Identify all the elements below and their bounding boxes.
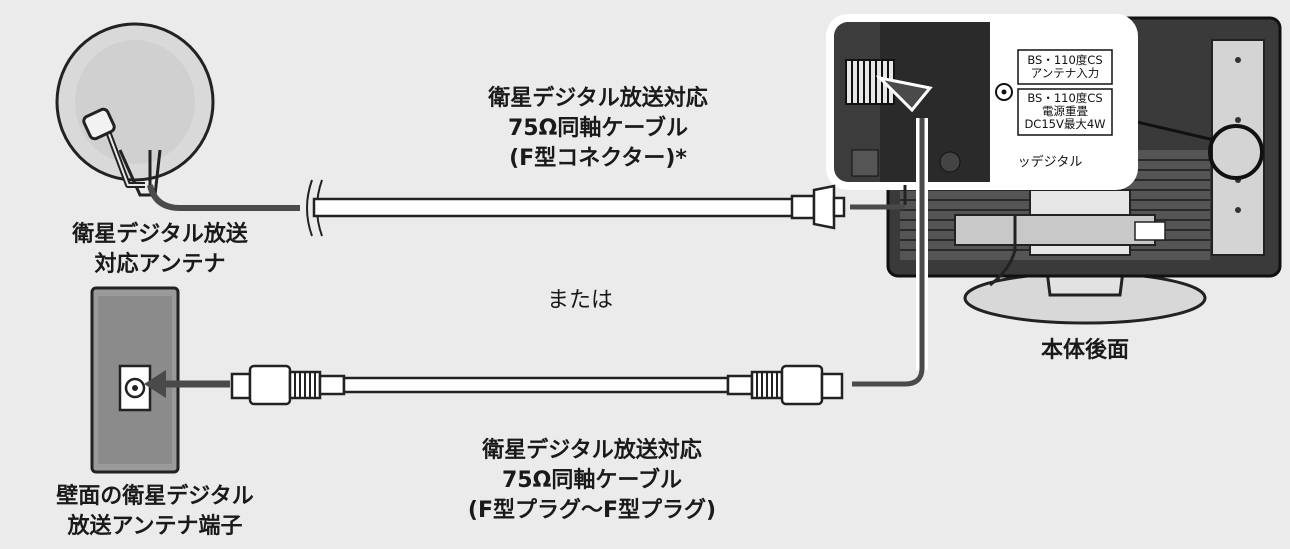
top-cable [147,179,905,237]
wall-arrow-icon [144,370,230,398]
power-label-line2: 電源重畳 [1042,104,1088,118]
zoom-arrow-icon [875,75,933,370]
input-label-line2: アンテナ入力 [1030,66,1100,80]
cable-bottom-line2: 75Ω同軸ケーブル [502,468,682,493]
terminal-highlight-circle [1208,124,1264,180]
input-label-text: BS・110度CS アンテナ入力 [1018,54,1112,80]
tv-terminal-strip [1211,39,1265,256]
input-label-line1: BS・110度CS [1027,53,1103,67]
zoom-f-connector [845,59,895,105]
satellite-dish-icon [55,22,215,197]
power-label-line3: DC15V最大4W [1024,117,1106,131]
brand-text: ッデジタル [1017,155,1083,170]
bottom-cable [230,364,925,406]
wall-terminal-icon [90,286,180,474]
cable-bottom-line1: 衛星デジタル放送対応 [482,438,702,463]
cable-top-line3: (F型コネクター)* [509,146,687,171]
rear-label: 本体後面 [1040,338,1129,363]
power-label-text: BS・110度CS 電源重畳 DC15V最大4W [1018,92,1112,131]
wall-terminal-line1: 壁面の衛星デジタル [56,484,254,509]
or-label: または [546,288,613,313]
input-label-box [1017,49,1113,85]
power-label-box [1017,88,1113,136]
cable-top-label: 衛星デジタル放送対応 75Ω同軸ケーブル (F型コネクター)* [448,84,748,174]
zoom-panel [826,14,1138,190]
power-label-line1: BS・110度CS [1027,91,1103,105]
antenna-line1: 衛星デジタル放送 [72,222,248,247]
wall-terminal-line2: 放送アンテナ端子 [67,514,243,539]
cable-top-line2: 75Ω同軸ケーブル [508,116,688,141]
cable-top-line1: 衛星デジタル放送対応 [488,86,708,111]
wall-terminal-label: 壁面の衛星デジタル 放送アンテナ端子 [20,482,290,542]
cable-bottom-label: 衛星デジタル放送対応 75Ω同軸ケーブル (F型プラグ〜F型プラグ) [432,436,752,526]
cable-bottom-line3: (F型プラグ〜F型プラグ) [467,498,717,523]
antenna-line2: 対応アンテナ [94,252,226,277]
antenna-label: 衛星デジタル放送 対応アンテナ [40,220,280,280]
